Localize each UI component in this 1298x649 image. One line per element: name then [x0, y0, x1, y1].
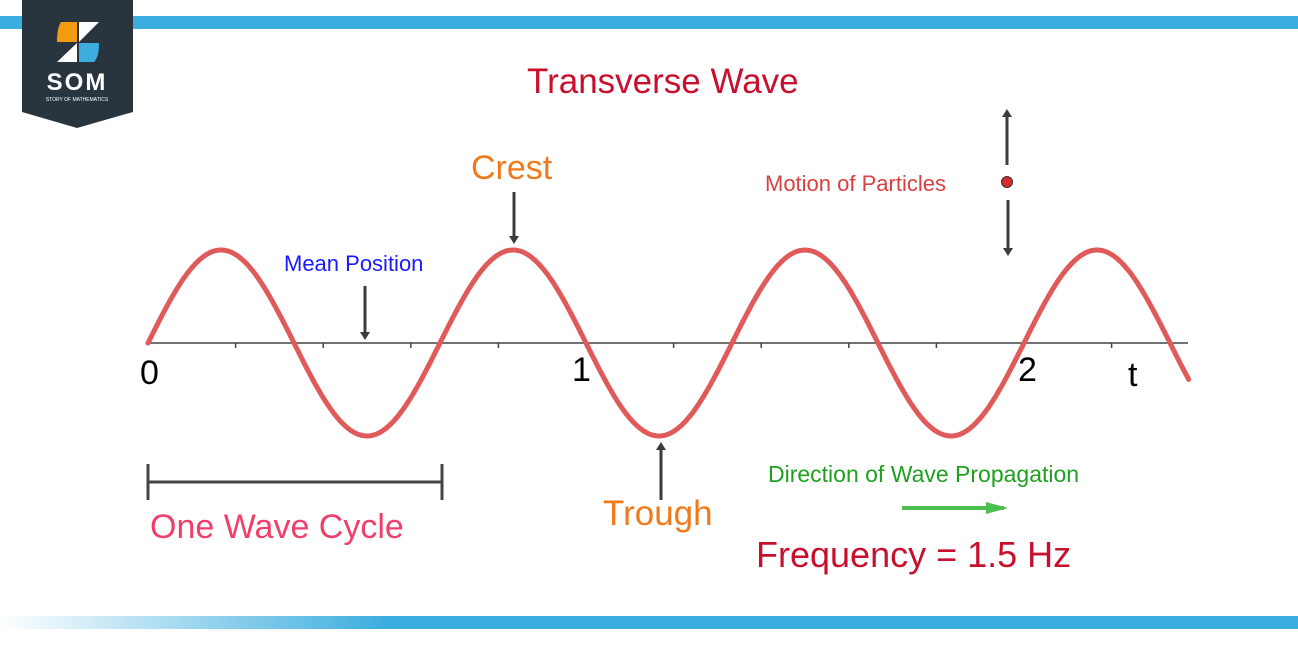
- mean-position-label: Mean Position: [284, 251, 424, 276]
- one-wave-cycle-label: One Wave Cycle: [150, 508, 404, 546]
- axis-variable-label: t: [1128, 356, 1138, 394]
- one-cycle-bracket: [146, 464, 444, 500]
- wave-curve: [145, 247, 1192, 439]
- particle-dot: [1001, 176, 1013, 188]
- direction-label: Direction of Wave Propagation: [768, 461, 1080, 487]
- diagram-title: Transverse Wave: [527, 62, 799, 101]
- motion-of-particles-label: Motion of Particles: [765, 171, 946, 196]
- tick-label-0: 0: [140, 354, 159, 392]
- som-logo: SOM STORY OF MATHEMATICS: [22, 0, 133, 128]
- top-accent-bar: [0, 16, 1298, 29]
- frequency-label: Frequency = 1.5 Hz: [756, 534, 1072, 575]
- logo-subtitle: STORY OF MATHEMATICS: [46, 97, 109, 103]
- tick-label-1: 1: [572, 351, 591, 389]
- bottom-accent-bar: [0, 616, 1298, 629]
- logo-text: SOM: [47, 69, 108, 96]
- crest-label: Crest: [471, 149, 553, 187]
- tick-label-2: 2: [1018, 351, 1037, 389]
- trough-label: Trough: [603, 494, 713, 533]
